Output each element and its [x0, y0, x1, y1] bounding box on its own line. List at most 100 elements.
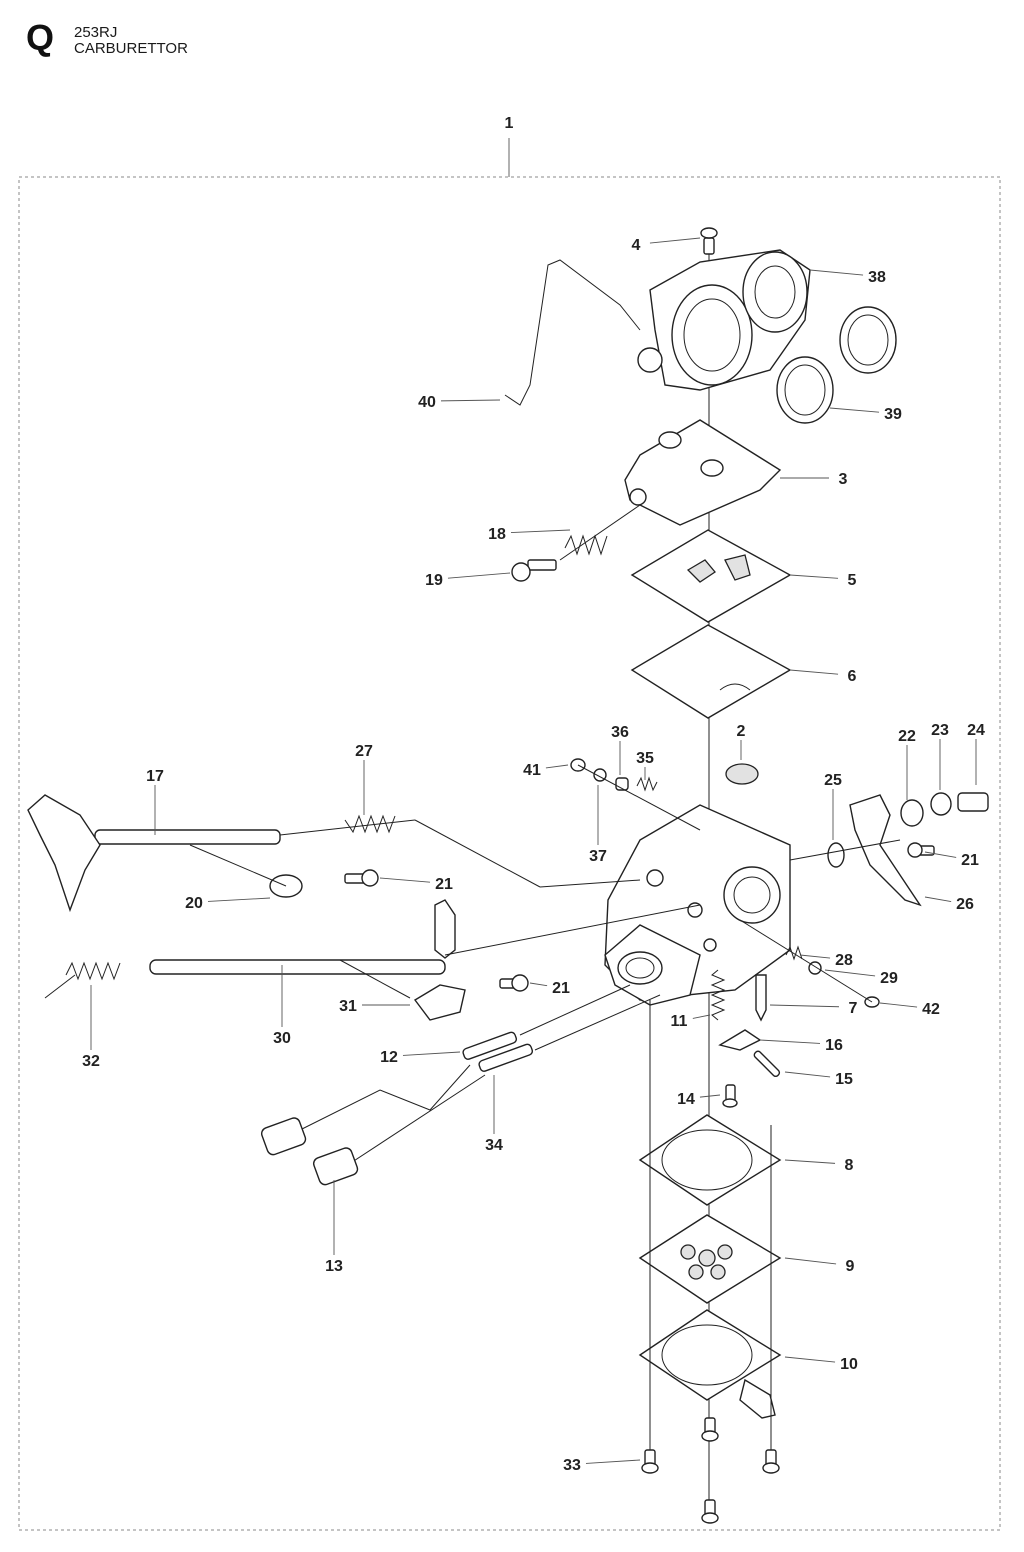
part-23-washer — [930, 792, 952, 816]
callout-21: 21 — [435, 876, 453, 893]
part-33-screw-a — [641, 1449, 659, 1474]
callout-21: 21 — [961, 852, 979, 869]
axis-41 — [577, 764, 701, 831]
callout-28: 28 — [835, 952, 853, 969]
callout-32: 32 — [82, 1053, 100, 1070]
part-7-needle — [755, 974, 767, 1022]
part-21-screw-a — [344, 869, 379, 887]
callout-leader-40 — [440, 399, 501, 402]
callout-3: 3 — [839, 471, 848, 488]
part-22-clip — [900, 799, 924, 827]
part-5-gasket — [630, 529, 792, 623]
part-34-fitting — [478, 1043, 534, 1072]
axis-25 — [789, 839, 901, 861]
callout-5: 5 — [848, 572, 857, 589]
callout-20: 20 — [185, 895, 203, 912]
part-2-plug — [725, 763, 759, 785]
part-35-spring — [636, 776, 658, 792]
callout-leader-18 — [510, 529, 571, 534]
callout-34: 34 — [485, 1137, 503, 1154]
page-header: Q 253RJ CARBURETTOR — [26, 18, 326, 62]
callout-15: 15 — [835, 1071, 853, 1088]
callout-leader-4 — [649, 237, 701, 244]
part-33-screw-c — [762, 1449, 780, 1474]
callout-leader-11 — [692, 1014, 711, 1019]
callout-leader-42 — [879, 1002, 918, 1008]
callout-leader-21 — [529, 982, 548, 987]
part-17-choke-shaft — [27, 794, 281, 913]
callout-leader-16 — [759, 1039, 821, 1044]
callout-leader-29 — [824, 969, 876, 977]
callout-leader-7 — [769, 1004, 840, 1008]
part-38-cover — [637, 249, 811, 391]
part-6-flap — [719, 683, 751, 691]
part-25-clip — [827, 842, 845, 868]
callout-leader-20 — [207, 897, 271, 902]
part-6-diaphragm — [630, 624, 792, 719]
callout-41: 41 — [523, 762, 541, 779]
axis-18 — [559, 504, 641, 561]
part-32-spring — [44, 961, 121, 999]
callout-30: 30 — [273, 1030, 291, 1047]
callout-leader-19 — [447, 572, 511, 579]
axis-20 — [189, 844, 287, 887]
part-33-screw-d — [701, 1499, 719, 1524]
callout-4: 4 — [632, 237, 641, 254]
callout-40: 40 — [418, 394, 436, 411]
callout-leader-39 — [829, 407, 880, 413]
callout-leader-10 — [784, 1356, 836, 1363]
callout-35: 35 — [636, 750, 654, 767]
callout-leader-14 — [699, 1094, 721, 1098]
part-12-fitting — [462, 1031, 518, 1060]
part-4-screw — [700, 227, 718, 255]
axis-17c — [539, 879, 641, 888]
callout-27: 27 — [355, 743, 373, 760]
part-40-wire — [504, 259, 641, 406]
part-27-spring — [344, 814, 396, 834]
axis-30 — [444, 904, 701, 956]
axis-13b — [339, 1074, 486, 1171]
callout-36: 36 — [611, 724, 629, 741]
callout-7: 7 — [849, 1000, 858, 1017]
callout-leader-5 — [789, 574, 839, 579]
part-24-nut — [957, 792, 989, 812]
callout-38: 38 — [868, 269, 886, 286]
part-8-gasket — [638, 1114, 782, 1206]
callout-leader-38 — [809, 269, 864, 276]
part-31-plate — [413, 984, 466, 1021]
assembly-label: 1 — [505, 115, 514, 132]
callout-11: 11 — [671, 1013, 688, 1030]
model-number: 253RJ — [74, 24, 118, 41]
callout-14: 14 — [677, 1091, 695, 1108]
callout-26: 26 — [956, 896, 974, 913]
part-16-lever — [718, 1029, 762, 1051]
part-26-lever — [849, 794, 922, 907]
callout-39: 39 — [884, 406, 902, 423]
part-21-screw-b — [499, 974, 529, 992]
callout-17: 17 — [146, 768, 164, 785]
part-11-spring — [710, 969, 726, 1021]
callout-25: 25 — [824, 772, 842, 789]
callout-42: 42 — [922, 1001, 940, 1018]
callout-31: 31 — [339, 998, 357, 1015]
callout-2: 2 — [737, 723, 746, 740]
callout-29: 29 — [880, 970, 898, 987]
callout-leader-21 — [379, 877, 431, 883]
part-19-screw — [511, 559, 557, 582]
axis-12 — [519, 984, 631, 1036]
axis-34 — [534, 994, 661, 1051]
callout-leader-12 — [402, 1051, 461, 1056]
callout-24: 24 — [967, 722, 985, 739]
assembly-frame — [18, 176, 1001, 1531]
callout-19: 19 — [425, 572, 443, 589]
section-letter: Q — [26, 17, 55, 58]
callout-16: 16 — [825, 1037, 843, 1054]
axis-31 — [339, 959, 411, 999]
callout-21: 21 — [552, 980, 570, 997]
part-13-connector-b — [312, 1147, 359, 1186]
callout-6: 6 — [848, 668, 857, 685]
callout-leader-41 — [545, 764, 569, 769]
part-14-screw — [722, 1084, 738, 1108]
part-21-screw-c — [907, 842, 935, 858]
